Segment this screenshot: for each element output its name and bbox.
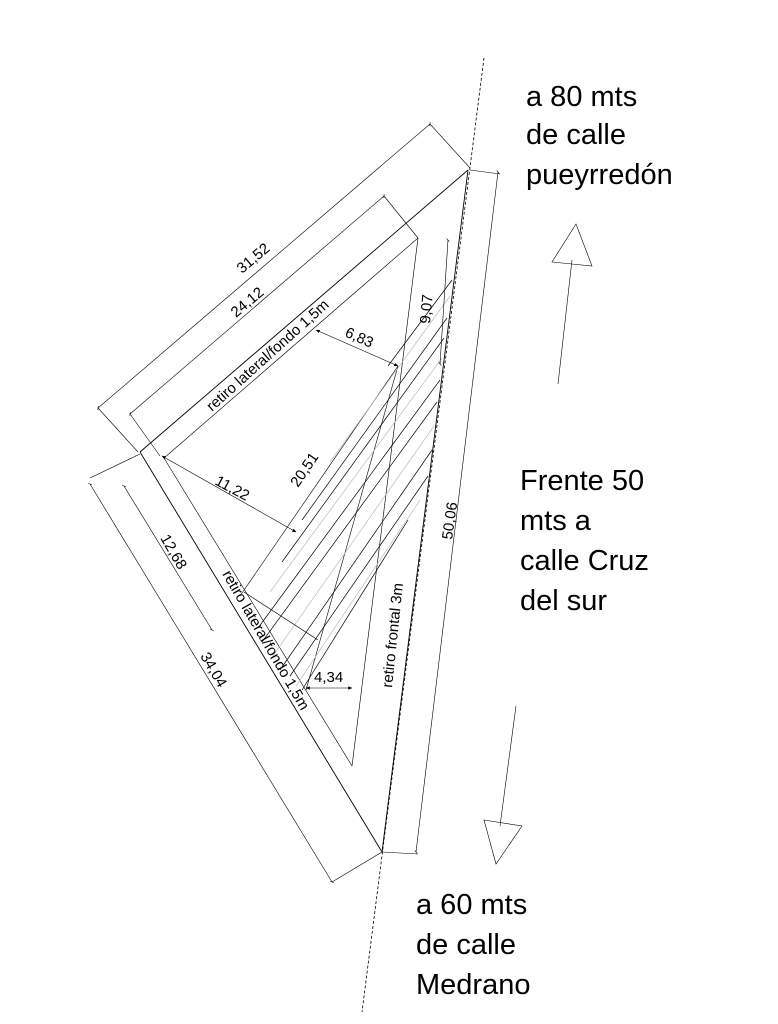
dim-24-12: 24,12: [228, 284, 268, 321]
note-right-line-3: calle Cruz: [520, 545, 649, 577]
note-bottom: a 60 mts de calle Medrano: [416, 889, 530, 1001]
note-bottom-line-2: de calle: [416, 929, 516, 961]
retiro-lateral-top-label: retiro lateral/fondo 1,5m: [203, 296, 332, 415]
dim-11-22: 11,22: [212, 473, 252, 505]
note-top-line-1: a 80 mts: [526, 81, 637, 113]
dim-50-06: 50,06: [439, 501, 461, 541]
street-front-line: [361, 57, 485, 1013]
note-bottom-line-3: Medrano: [416, 969, 530, 1001]
dim-4-34: 4,34: [314, 669, 343, 686]
lot-outline: [139, 169, 469, 853]
dim-34-04: 34,04: [197, 650, 230, 691]
dimension-lines: [87, 121, 501, 883]
dim-31-52: 31,52: [234, 240, 274, 277]
note-right-line-1: Frente 50: [520, 465, 644, 497]
north-arrow: [551, 223, 593, 385]
dim-12-68: 12,68: [157, 532, 190, 573]
retiro-lateral-bottom-label: retiro lateral/fondo 1,5m: [219, 568, 313, 714]
note-right: Frente 50 mts a calle Cruz del sur: [520, 465, 649, 617]
note-bottom-line-1: a 60 mts: [416, 889, 527, 921]
note-right-line-4: del sur: [520, 585, 607, 617]
note-top-line-2: de calle: [526, 119, 626, 151]
retiro-frontal-label: retiro frontal 3m: [379, 582, 407, 688]
note-right-line-2: mts a: [520, 505, 592, 537]
south-arrow: [483, 705, 523, 865]
dim-9-07: 9,07: [417, 294, 436, 325]
note-top-line-3: pueyrredón: [526, 159, 673, 191]
dim-6-83: 6,83: [342, 324, 376, 351]
note-top: a 80 mts de calle pueyrredón: [526, 81, 673, 191]
